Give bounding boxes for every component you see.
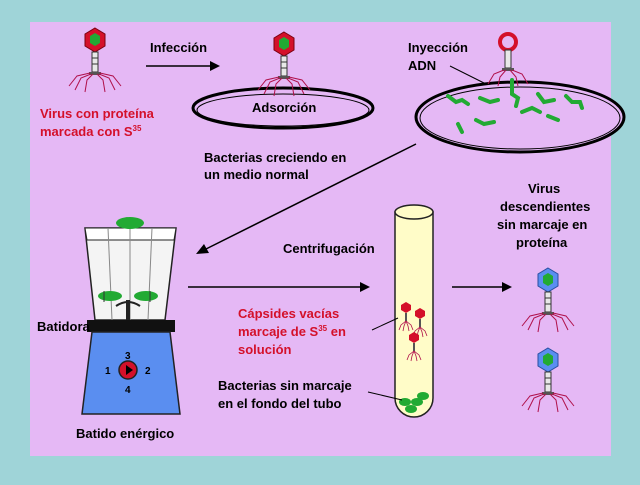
virus-marked-label-1: Virus con proteína (40, 106, 155, 121)
adsorption-bacterium (191, 86, 375, 130)
capsids-label-2: marcaje de S35 en (238, 324, 346, 339)
dial-number-1: 1 (105, 366, 111, 377)
injection-label-1: Inyección (408, 40, 468, 55)
dial-number-2: 2 (145, 366, 151, 377)
bottom-pointer (367, 391, 403, 401)
dna-fragments (446, 78, 584, 134)
blender-label: Batidora (37, 319, 91, 334)
infection-arrowhead (210, 61, 220, 71)
capsids-label-1: Cápsides vacías (238, 306, 339, 321)
offspring-label-2: descendientes (500, 199, 590, 214)
transfer-arrow (203, 143, 417, 251)
dial-number-3: 3 (125, 351, 131, 362)
adsorption-label: Adsorción (252, 100, 316, 115)
capsids-pointer (371, 317, 399, 331)
transfer-arrowhead (196, 244, 209, 254)
blender (81, 217, 181, 415)
centrifuge-tube (394, 204, 434, 418)
bottom-label-2: en el fondo del tubo (218, 396, 342, 411)
centrifuge-label: Centrifugación (283, 241, 375, 256)
injecting-phage-icon (487, 32, 529, 87)
infected-bacterium (414, 80, 626, 154)
dial-number-4: 4 (125, 385, 131, 396)
tube-to-offspring-arrowhead (502, 282, 512, 292)
capsids-label-3: solución (238, 342, 292, 357)
infection-label: Infección (150, 40, 207, 55)
bacteria-label-1: Bacterias creciendo en (204, 150, 346, 165)
offspring-label-3: sin marcaje en (497, 217, 587, 232)
bottom-label-1: Bacterias sin marcaje (218, 378, 352, 393)
bacteria-label-2: un medio normal (204, 167, 309, 182)
offspring-label-4: proteína (516, 235, 568, 250)
blender-to-tube-arrowhead (360, 282, 370, 292)
offspring-label-1: Virus (528, 181, 560, 196)
virus-marked-label-2: marcada con S35 (40, 124, 142, 139)
injection-label-2: ADN (408, 58, 436, 73)
blending-label: Batido enérgico (76, 426, 174, 441)
